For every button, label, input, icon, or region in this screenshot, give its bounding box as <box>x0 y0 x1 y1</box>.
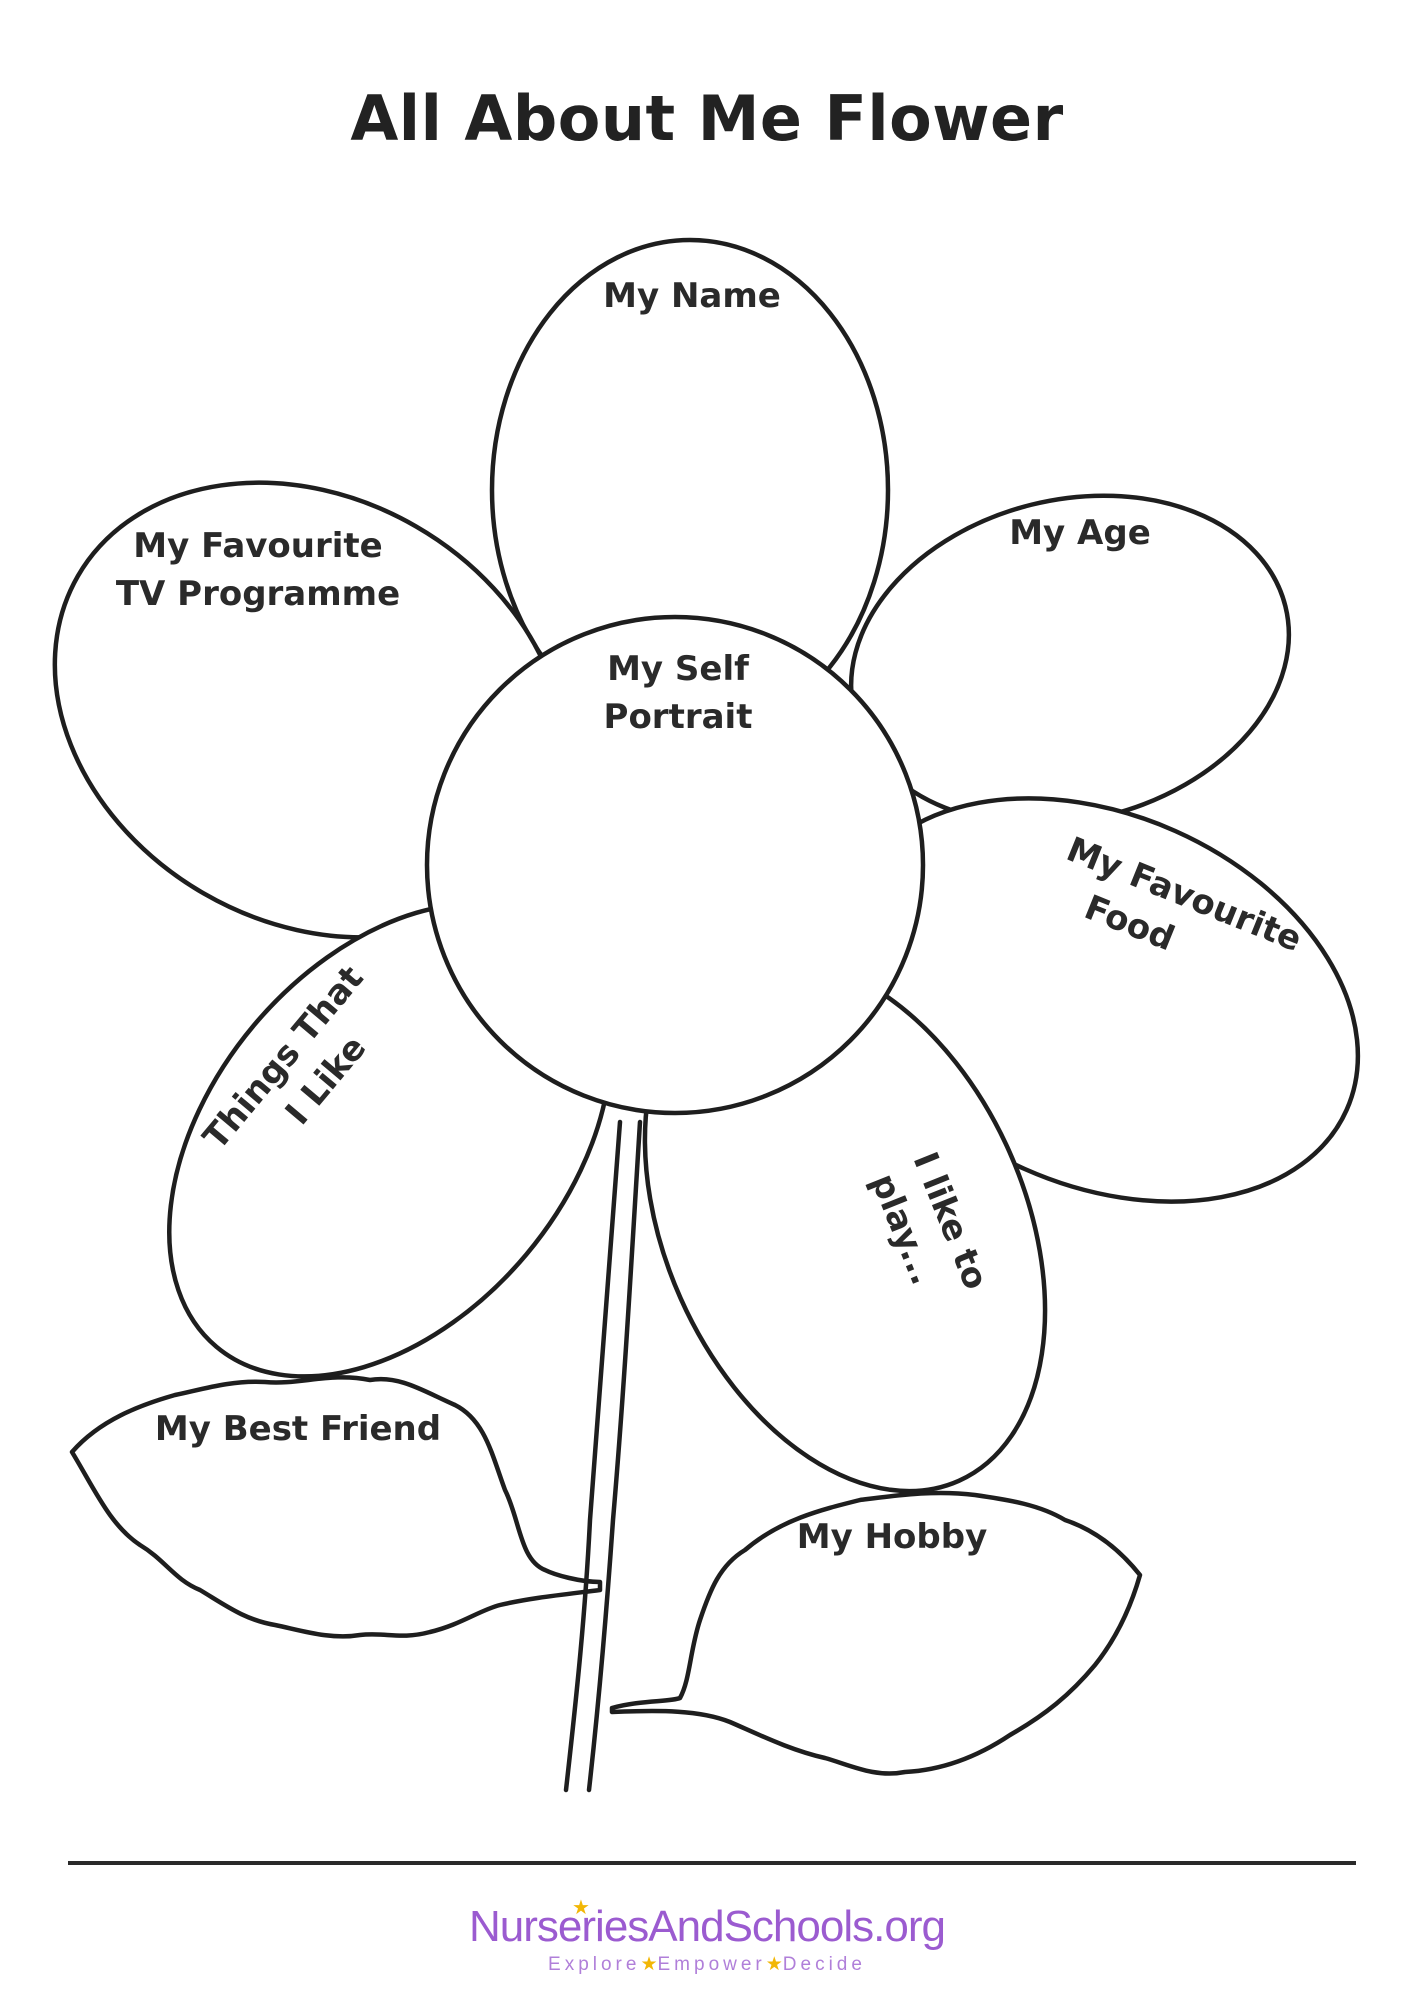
leaf-best-friend[interactable] <box>69 1375 603 1639</box>
logo-star-icon: ★ <box>572 1895 590 1919</box>
tagline-explore: Explore <box>548 1954 641 1975</box>
star-icon: ★ <box>765 1954 783 1975</box>
stem-right <box>586 1119 643 1793</box>
center-self-portrait[interactable] <box>424 614 926 1116</box>
page-title: All About Me Flower <box>350 82 1064 155</box>
label-my-name: My Name <box>603 276 781 316</box>
label-my-age: My Age <box>1009 513 1151 553</box>
brand-tagline: Explore★Empower★Decide <box>0 1953 1414 1976</box>
label-my-hobby: My Hobby <box>797 1517 988 1557</box>
label-self-line1: My Self <box>607 649 750 689</box>
label-tv-line2: TV Programme <box>116 574 400 614</box>
stem-left <box>563 1119 623 1793</box>
tagline-decide: Decide <box>782 1954 866 1975</box>
brand-name: NurseriesAndSchools.org <box>469 1902 946 1951</box>
label-self-line2: Portrait <box>604 697 753 737</box>
label-best-friend: My Best Friend <box>155 1409 441 1449</box>
label-tv-line1: My Favourite <box>133 526 382 566</box>
brand-logo[interactable]: NurseriesAndSchools.org Explore★Empower★… <box>0 1903 1414 1976</box>
leaf-my-hobby[interactable] <box>609 1490 1143 1776</box>
footer-divider <box>68 1861 1356 1865</box>
star-icon: ★ <box>640 1954 658 1975</box>
tagline-empower: Empower <box>657 1954 766 1975</box>
